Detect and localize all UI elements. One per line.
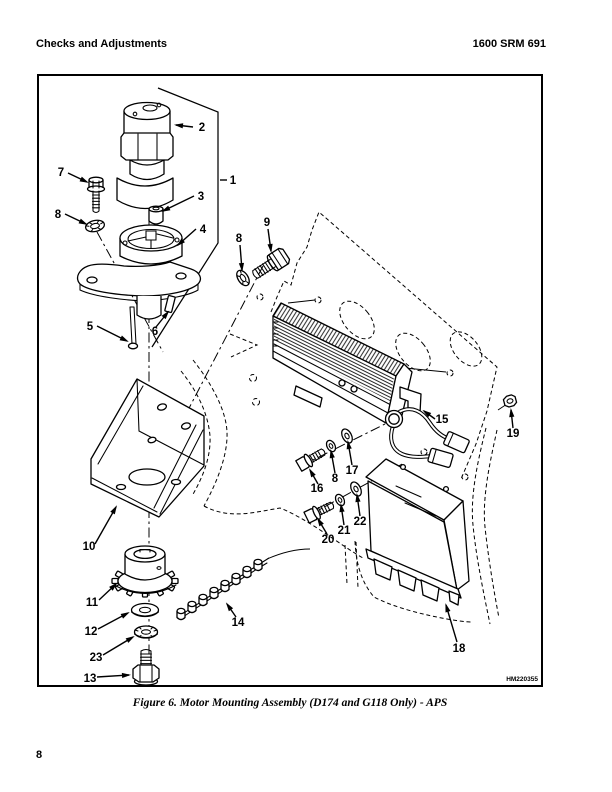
nut-drawing xyxy=(502,394,518,408)
callout-arrowhead-icon xyxy=(79,176,89,183)
connector-icon xyxy=(427,447,454,468)
callout-arrowhead-icon xyxy=(119,335,129,342)
capscrew-drawing xyxy=(86,176,106,214)
callout-arrowhead-icon xyxy=(161,205,171,212)
panel-cover-drawing xyxy=(365,458,470,606)
washer-drawing xyxy=(341,428,353,444)
lockwasher-drawing xyxy=(325,439,337,453)
callout-label: 7 xyxy=(58,167,64,179)
callout-arrowhead-icon xyxy=(422,409,432,418)
capscrew-drawing xyxy=(132,648,160,686)
callout-label: 13 xyxy=(84,673,97,685)
callout-label: 11 xyxy=(86,597,99,609)
callout-arrowhead-icon xyxy=(329,449,335,459)
coupling-drawing xyxy=(148,205,164,225)
callout-arrowhead-icon xyxy=(238,262,245,272)
callout-label: 15 xyxy=(436,414,449,426)
callout-label: 1 xyxy=(230,175,237,187)
callout-label: 2 xyxy=(199,122,205,134)
lockwasher-drawing xyxy=(133,625,159,639)
capscrew-drawing xyxy=(295,448,326,472)
callout-arrowhead-icon xyxy=(121,672,131,679)
callout-label: 23 xyxy=(90,652,103,664)
callout-arrowhead-icon xyxy=(346,440,352,450)
callout-arrowhead-icon xyxy=(316,517,324,527)
callout-label: 5 xyxy=(87,321,94,333)
header-left: Checks and Adjustments xyxy=(36,38,168,50)
callout-label: 6 xyxy=(152,326,158,338)
motor-mount-drawing xyxy=(76,224,202,350)
resistor-assembly-drawing xyxy=(272,302,422,425)
callout-arrowhead-icon xyxy=(339,503,345,513)
callout-arrowhead-icon xyxy=(120,612,130,619)
callout-label: 8 xyxy=(55,209,62,221)
callout-label: 10 xyxy=(83,541,96,553)
callout-label: 14 xyxy=(232,617,245,629)
callout-arrowhead-icon xyxy=(176,238,185,247)
callout-arrowhead-icon xyxy=(225,602,234,612)
callout-arrowhead-icon xyxy=(267,243,273,253)
callout-arrowhead-icon xyxy=(161,310,170,320)
callout-label: 20 xyxy=(322,534,335,546)
callout-arrowhead-icon xyxy=(174,123,184,129)
callout-arrowhead-icon xyxy=(109,582,118,591)
image-id-watermark: HM220355 xyxy=(506,676,538,683)
callout-label: 8 xyxy=(332,473,339,485)
callout-arrowhead-icon xyxy=(509,408,515,418)
page-number: 8 xyxy=(36,749,43,761)
callout-arrowhead-icon xyxy=(309,468,316,478)
lockwasher-drawing xyxy=(334,493,346,507)
chain-drawing xyxy=(176,548,311,621)
callout-label: 8 xyxy=(236,233,243,245)
washer-drawing xyxy=(350,481,362,497)
callout-label: 9 xyxy=(264,217,270,229)
washer-drawing xyxy=(130,602,160,618)
figure-caption: Figure 6. Motor Mounting Assembly (D174 … xyxy=(132,697,448,709)
callout-label: 4 xyxy=(200,224,207,236)
callout-label: 19 xyxy=(507,428,520,440)
callout-arrowhead-icon xyxy=(110,505,117,515)
page-header: Checks and Adjustments 1600 SRM 691 xyxy=(36,38,546,50)
capscrew-drawing xyxy=(303,501,335,524)
lockwasher-drawing xyxy=(84,219,106,233)
callout-label: 3 xyxy=(198,191,204,203)
callout-arrowhead-icon xyxy=(78,218,88,225)
callout-label: 17 xyxy=(346,465,359,477)
connector-icon xyxy=(443,431,470,454)
motor-drawing xyxy=(116,101,174,210)
bracket-drawing xyxy=(90,378,205,518)
header-right: 1600 SRM 691 xyxy=(472,38,546,50)
lockwasher-drawing xyxy=(236,269,250,287)
callout-arrowhead-icon xyxy=(445,603,451,613)
callout-label: 12 xyxy=(85,626,98,638)
callout-label: 22 xyxy=(354,516,367,528)
wire-harness-drawing xyxy=(384,407,470,468)
callout-label: 18 xyxy=(453,643,466,655)
callout-label: 21 xyxy=(338,525,351,537)
frame-dashed-outline xyxy=(180,211,500,625)
callout-leader xyxy=(94,506,117,545)
capscrew-drawing xyxy=(252,247,291,279)
callout-arrowhead-icon xyxy=(355,493,361,503)
callout-label: 16 xyxy=(311,483,324,495)
sprocket-drawing xyxy=(111,545,179,598)
callout-arrowhead-icon xyxy=(125,635,135,643)
